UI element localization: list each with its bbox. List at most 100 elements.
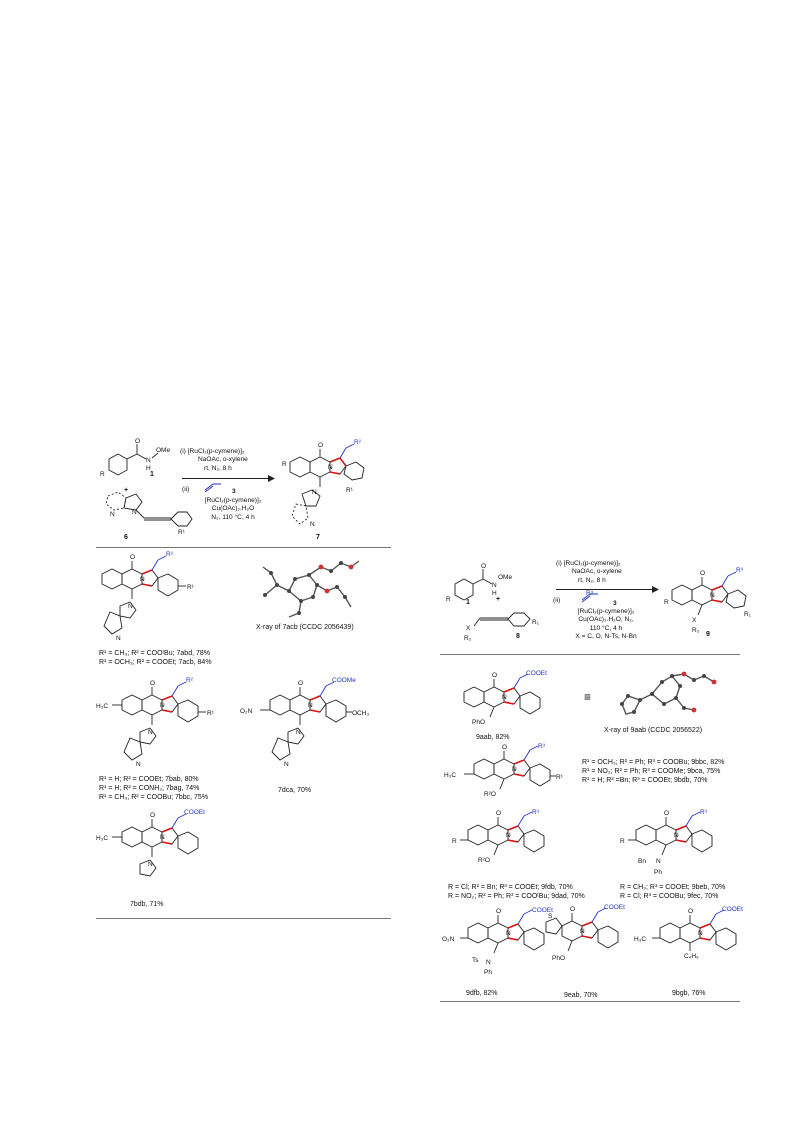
product-7-label: 7 bbox=[316, 534, 320, 541]
product-9bbc-caption: R¹ = OCH₃; R² = Ph; R³ = COOBu; 9bbc, 82… bbox=[582, 759, 725, 784]
reagent-3-r3: R³ bbox=[586, 590, 593, 597]
product-7bab-caption: R¹ = H; R² = COOEt; 7bab, 80% R¹ = H; R²… bbox=[99, 776, 209, 801]
reactant-1-structure: O N H OMe R bbox=[100, 438, 170, 478]
right-reaction-arrow bbox=[556, 589, 656, 590]
reactant-8-label: 8 bbox=[516, 633, 520, 640]
svg-text:O: O bbox=[496, 908, 501, 915]
arrow-head-icon bbox=[268, 475, 275, 482]
product-9aab-caption: 9aab, 82% bbox=[476, 734, 510, 741]
product-9fdb-structure: O N R³ R R²O bbox=[452, 809, 545, 864]
svg-text:O: O bbox=[688, 908, 693, 915]
svg-text:R¹: R¹ bbox=[207, 710, 215, 717]
svg-text:PhO: PhO bbox=[472, 719, 485, 726]
product-9-structure: O N R³ R R₁ X R₂ bbox=[664, 567, 752, 634]
svg-text:N: N bbox=[710, 592, 715, 599]
equivalence-sign: ≡ bbox=[584, 690, 592, 704]
product-9dfb-structure: O N COOEt O₂N Ts N Ph bbox=[442, 907, 553, 976]
svg-text:R: R bbox=[664, 599, 669, 606]
svg-text:N: N bbox=[656, 858, 661, 865]
svg-text:N: N bbox=[140, 576, 145, 583]
reactant-8-structure: X R₂ R₁ bbox=[464, 612, 540, 642]
svg-text:X: X bbox=[466, 625, 471, 632]
xray-9aab-caption: X-ray of 9aab (CCDC 2056522) bbox=[604, 727, 703, 734]
product-7dca-structure: O N COOMe O₂N OCH₃ N N bbox=[240, 677, 369, 768]
svg-text:N: N bbox=[506, 930, 511, 937]
svg-text:O: O bbox=[492, 672, 497, 679]
svg-text:N: N bbox=[136, 761, 141, 768]
product-7bdb-structure: O N COOEt H₃C N bbox=[96, 809, 205, 877]
reactant-1-right-structure: O N H OMe R bbox=[446, 563, 512, 603]
svg-text:COOEt: COOEt bbox=[526, 670, 547, 677]
svg-text:H₃C: H₃C bbox=[634, 936, 646, 943]
svg-text:H₃C: H₃C bbox=[96, 703, 108, 710]
svg-text:N: N bbox=[312, 489, 317, 496]
svg-text:R³: R³ bbox=[736, 567, 744, 574]
svg-text:O₂N: O₂N bbox=[240, 708, 253, 715]
svg-text:N: N bbox=[296, 729, 301, 736]
svg-text:PhO: PhO bbox=[552, 955, 565, 962]
svg-text:OMe: OMe bbox=[498, 574, 512, 581]
svg-text:N: N bbox=[146, 457, 151, 464]
svg-text:N: N bbox=[486, 959, 491, 966]
product-9bbc-structure: O N R³ H₃C R¹ R²O bbox=[444, 743, 564, 798]
svg-text:N: N bbox=[506, 832, 511, 839]
xray-7acb-image bbox=[262, 560, 360, 618]
svg-text:Bn: Bn bbox=[638, 858, 646, 865]
svg-text:R³: R³ bbox=[538, 743, 546, 750]
svg-text:N: N bbox=[674, 832, 679, 839]
svg-text:R³: R³ bbox=[700, 809, 708, 816]
svg-text:N: N bbox=[310, 521, 315, 528]
svg-text:S: S bbox=[548, 913, 553, 920]
svg-text:Ph: Ph bbox=[654, 869, 662, 876]
svg-text:N: N bbox=[284, 761, 289, 768]
left-scheme-divider bbox=[96, 547, 391, 548]
svg-text:COOEt: COOEt bbox=[722, 906, 743, 913]
product-7-structure: O N R² R R¹ N N bbox=[282, 439, 365, 528]
svg-text:COOEt: COOEt bbox=[184, 809, 205, 816]
svg-text:N: N bbox=[492, 582, 497, 589]
product-9aab-structure: O N COOEt PhO bbox=[463, 670, 547, 726]
svg-text:R²: R² bbox=[186, 677, 194, 684]
svg-text:C₄H₉: C₄H₉ bbox=[684, 953, 699, 960]
product-7bab-structure: O N R² H₃C R¹ N N bbox=[96, 677, 215, 768]
step-i-conditions: (i) [RuCl₂(p-cymene)]₂ NaOAc, o-xylene r… bbox=[180, 448, 248, 472]
product-7abd-7acb-caption: R¹ = CH₃; R² = COOᵗBu; 7abd, 78% R¹ = OC… bbox=[99, 650, 212, 666]
svg-text:O: O bbox=[150, 812, 155, 819]
product-9bgb-structure: O N COOEt H₃C C₄H₉ bbox=[634, 906, 743, 960]
product-7abd-7acb-structure: O N R² R¹ N N bbox=[101, 551, 195, 642]
svg-text:O: O bbox=[135, 438, 140, 445]
svg-text:O: O bbox=[496, 810, 501, 817]
svg-text:N: N bbox=[512, 766, 517, 773]
svg-text:R: R bbox=[100, 471, 105, 478]
right-step-i-conditions: (i) [RuCl₂(p-cymene)]₂ NaOAc, o-xylene r… bbox=[556, 560, 622, 584]
svg-text:N: N bbox=[148, 861, 153, 868]
svg-text:R¹: R¹ bbox=[187, 584, 195, 591]
reaction-arrow bbox=[182, 478, 272, 479]
left-bottom-divider bbox=[96, 918, 391, 919]
svg-text:R³: R³ bbox=[532, 809, 540, 816]
svg-text:R: R bbox=[452, 838, 457, 845]
svg-text:R: R bbox=[620, 838, 625, 845]
xray-9aab-image bbox=[620, 671, 717, 715]
right-step-ii-marker: (ii) bbox=[553, 597, 561, 604]
product-9eab-caption: 9eab, 70% bbox=[564, 992, 598, 999]
svg-text:N: N bbox=[116, 635, 121, 642]
reagent-3-structure bbox=[204, 483, 221, 493]
svg-text:H: H bbox=[492, 590, 497, 597]
step-ii-conditions: [RuCl₂(p-cymene)]₂ Cu(OAc)₂.H₂O N₂, 110 … bbox=[204, 497, 262, 521]
svg-text:R₁: R₁ bbox=[532, 619, 540, 626]
svg-text:O: O bbox=[481, 563, 486, 570]
svg-text:R₂: R₂ bbox=[692, 627, 700, 634]
svg-text:O: O bbox=[318, 442, 323, 449]
xray-7acb-caption: X-ray of 7acb (CCDC 2056439) bbox=[256, 624, 354, 631]
svg-text:N: N bbox=[160, 834, 165, 841]
reactant-6-structure: N N R¹ bbox=[105, 491, 193, 536]
svg-text:N: N bbox=[580, 928, 585, 935]
svg-text:H₃C: H₃C bbox=[444, 772, 456, 779]
plus-sign-right: + bbox=[496, 596, 501, 603]
svg-text:COOMe: COOMe bbox=[332, 677, 356, 684]
svg-text:O: O bbox=[298, 680, 303, 687]
svg-text:Ts: Ts bbox=[472, 957, 479, 964]
svg-text:X: X bbox=[692, 617, 697, 624]
product-9beb-caption: R = CH₃; R³ = COOEt; 9beb, 70% R = Cl; R… bbox=[620, 884, 726, 900]
